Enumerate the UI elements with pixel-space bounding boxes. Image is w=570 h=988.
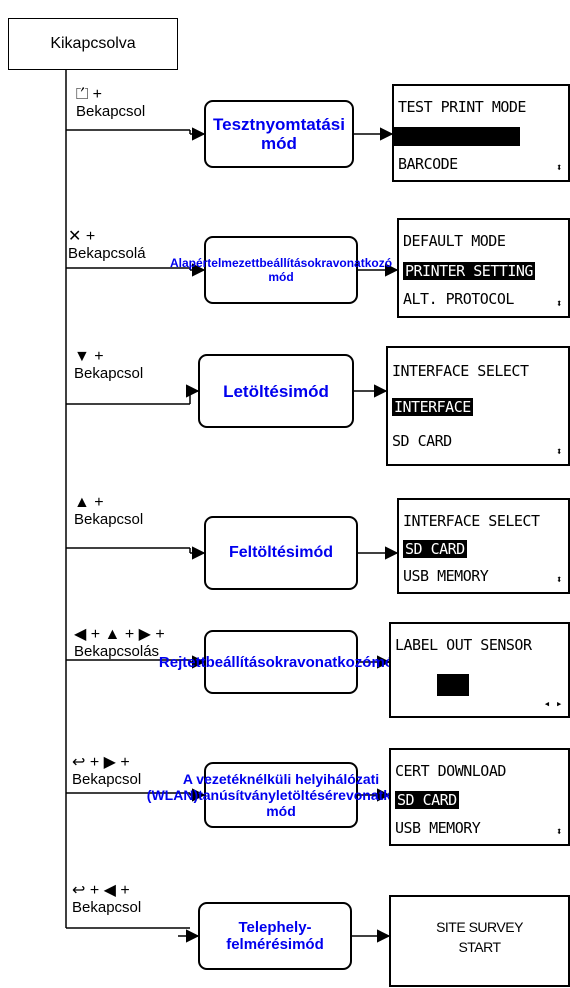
mode-label-line: mód [299,544,333,561]
up-down-arrows-icon: ⬍ [555,297,563,310]
up-down-arrows-icon: ⬍ [555,445,563,458]
key-combo-6: ↩ + ◀ +Bekapcsol [72,882,141,916]
up-down-arrows-icon: ⬍ [555,825,563,838]
key-combo-keys: ▼ + [74,348,104,365]
mode-box-4: Rejtettbeállításokravonatkozómód [159,630,403,694]
mode-label-line: Telephely- [238,919,312,936]
key-combo-keys: ▲ + [74,494,104,511]
mode-box-6: Telephely-felmérésimód [198,902,352,970]
power-on-label: Bekapcsol [74,511,144,528]
power-off-label: Kikapcsolva [50,35,136,52]
mode-label-line: Rejtett [158,653,206,671]
lcd-line3: ALT. PROTOCOL [403,290,514,308]
mode-box-0: Tesztnyomtatási mód [204,100,354,168]
lcd-screen-4: LABEL OUT SENSOR ◂ ▸ [389,622,570,718]
lcd-line2 [394,127,520,147]
key-combo-keys: ↩ + ▶ + [72,754,130,771]
lcd-line1: CERT DOWNLOAD [395,761,506,780]
mode-label-line: vonatkozómód [297,653,404,671]
mode-label-line: hálózati (WLAN) [146,771,380,803]
power-on-label: Bekapcsol [72,771,142,788]
mode-label-line: Alapértelmezett [169,256,260,270]
lcd-line1: DEFAULT MODE [403,232,506,250]
lcd-line-1: SITE SURVEY [436,919,523,935]
mode-label-line: beállításokra [205,653,298,671]
power-on-label: Bekapcsol [74,365,144,382]
lcd-line3: USB MEMORY [403,567,489,586]
mode-label-line: felmérési [226,936,293,953]
left-right-arrows-icon: ◂ ▸ [543,697,563,710]
mode-label-line: mód [293,381,329,401]
lcd-line3: BARCODE [398,154,458,173]
mode-box-1: Alapértelmezettbeállításokravonatkozó mó… [170,236,392,304]
lcd-line2: SD CARD [395,791,459,810]
lcd-line-2: START [458,939,501,955]
lcd-line1: TEST PRINT MODE [398,97,526,116]
key-combo-keys: ⏍ + [76,86,102,103]
mode-label-line: tatási mód [261,115,345,153]
key-combo-keys: ↩ + ◀ + [72,882,130,899]
lcd-screen-5: CERT DOWNLOAD SD CARD USB MEMORY ⬍ [389,748,570,846]
lcd-screen-6: SITE SURVEY START [389,895,570,987]
mode-label-line: Letöltési [223,381,293,401]
lcd-line1: LABEL OUT SENSOR [395,635,532,654]
key-combo-0: ⏍ +Bekapcsol [76,86,145,120]
lcd-line1: INTERFACE SELECT [392,362,529,381]
key-combo-2: ▼ +Bekapcsol [74,348,143,382]
lcd-line3: USB MEMORY [395,818,481,837]
key-combo-5: ↩ + ▶ +Bekapcsol [72,754,141,788]
key-combo-keys: ◀ + ▲ + ▶ + [74,626,165,643]
mode-label-line: beállításokra [259,256,333,270]
key-combo-1: ✕ +Bekapcsolá [68,228,146,262]
power-on-label: Bekapcsol [72,899,142,916]
mode-label-line: vonatkozó mód [268,256,393,284]
lcd-screen-2: INTERFACE SELECT INTERFACE SD CARD ⬍ [386,346,570,466]
lcd-line2: PRINTER SETTING [403,262,535,280]
mode-label-line: letöltésére [275,787,346,803]
mode-label-line: nélküli helyi [246,771,328,787]
mode-box-2: Letöltésimód [198,354,354,428]
lcd-screen-1: DEFAULT MODE PRINTER SETTING ALT. PROTOCOL… [397,218,570,318]
key-combo-3: ▲ +Bekapcsol [74,494,143,528]
key-combo-4: ◀ + ▲ + ▶ +Bekapcsolás [74,626,165,660]
mode-label-line: Tesztnyom [213,115,301,134]
mode-label-line: A vezeték [182,771,247,787]
power-on-label: Bekapcsol [76,103,146,120]
lcd-value-block [437,674,469,696]
lcd-screen-0: TEST PRINT MODE BARCODE ⬍ [392,84,570,182]
lcd-line2: SD CARD [403,540,467,559]
lcd-line2: INTERFACE [392,398,473,417]
mode-label-line: tanúsítvány [198,787,276,803]
mode-box-5: A vezetéknélküli helyihálózati (WLAN)tan… [147,762,415,828]
lcd-line3: SD CARD [392,432,452,450]
mode-label-line: mód [292,936,324,953]
key-combo-keys: ✕ + [68,228,96,245]
up-down-arrows-icon: ⬍ [555,161,563,174]
power-off-state: Kikapcsolva [8,18,178,70]
mode-box-3: Feltöltésimód [204,516,358,590]
up-down-arrows-icon: ⬍ [555,573,563,586]
lcd-screen-3: INTERFACE SELECT SD CARD USB MEMORY ⬍ [397,498,570,594]
mode-label-line: Feltöltési [228,544,300,561]
power-on-label: Bekapcsolás [74,643,160,660]
lcd-line1: INTERFACE SELECT [403,511,540,530]
power-on-label: Bekapcsolá [68,245,146,262]
